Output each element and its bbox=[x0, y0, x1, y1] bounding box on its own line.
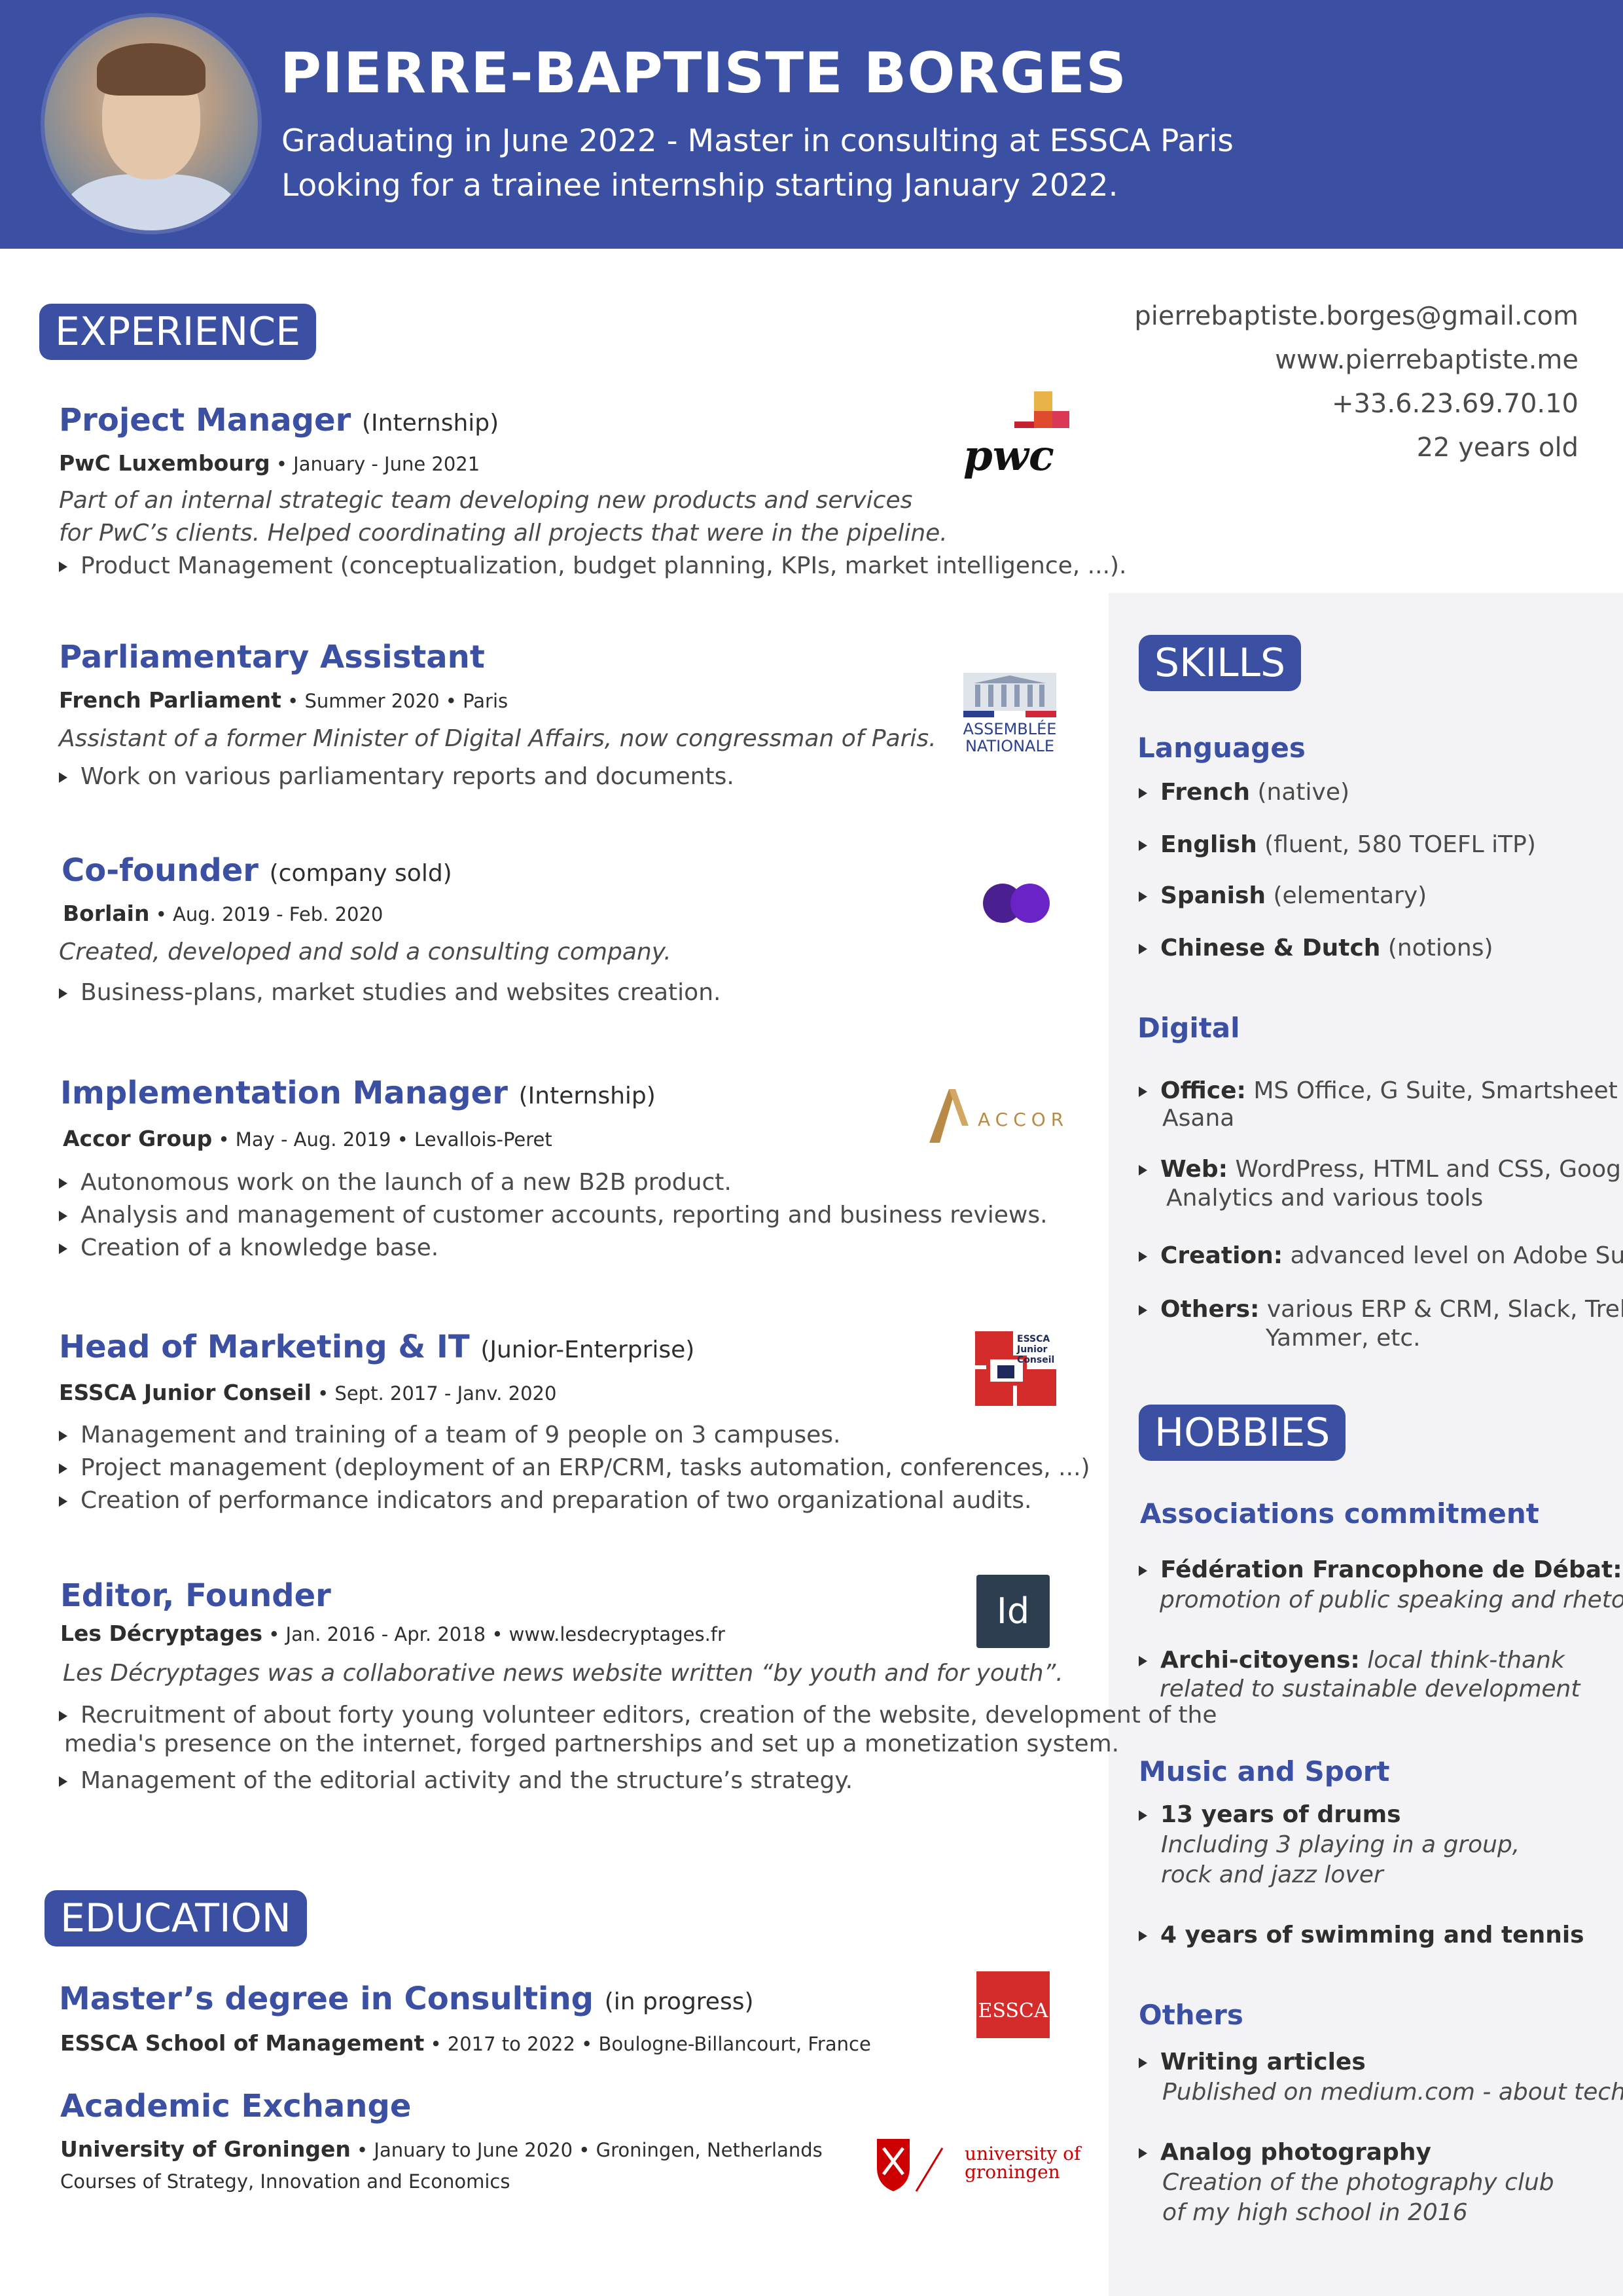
digital-item: Others: various ERP & CRM, Slack, Trello… bbox=[1139, 1296, 1623, 1323]
education-org: ESSCA School of Management • 2017 to 202… bbox=[60, 2030, 871, 2056]
job-desc: Part of an internal strategic team devel… bbox=[59, 487, 913, 514]
svg-text:pwc: pwc bbox=[963, 431, 1054, 480]
others-desc: Creation of the photography club bbox=[1162, 2169, 1554, 2196]
job-desc: Assistant of a former Minister of Digita… bbox=[59, 725, 936, 752]
indesign-logo: Id bbox=[976, 1575, 1050, 1648]
contact-age: 22 years old bbox=[1416, 433, 1578, 463]
groningen-logo: university of groningen bbox=[874, 2135, 1084, 2194]
hobbies-others-title: Others bbox=[1139, 1999, 1243, 2031]
association-desc: promotion of public speaking and rhetori… bbox=[1160, 1587, 1623, 1613]
assemblee-nationale-logo: ASSEMBLÉE NATIONALE bbox=[961, 670, 1059, 762]
svg-text:ESSCA: ESSCA bbox=[1017, 1334, 1050, 1344]
digital-item-cont: Asana bbox=[1162, 1105, 1235, 1132]
pwc-logo: pwc bbox=[962, 390, 1073, 482]
job-bullet: Project management (deployment of an ERP… bbox=[59, 1454, 1090, 1481]
job-desc: Les Décryptages was a collaborative news… bbox=[63, 1660, 1063, 1687]
job-bullet: Management and training of a team of 9 p… bbox=[59, 1422, 840, 1448]
job-org: ESSCA Junior Conseil • Sept. 2017 - Janv… bbox=[59, 1380, 557, 1405]
hobbies-associations-title: Associations commitment bbox=[1140, 1498, 1539, 1530]
borlain-logo bbox=[979, 881, 1058, 927]
svg-text:ACCOR: ACCOR bbox=[978, 1109, 1069, 1130]
section-title-experience: EXPERIENCE bbox=[39, 304, 317, 360]
music-item: 4 years of swimming and tennis bbox=[1139, 1922, 1584, 1948]
skills-languages-title: Languages bbox=[1137, 732, 1306, 764]
job-bullet: Recruitment of about forty young volunte… bbox=[59, 1702, 1217, 1729]
others-item: Writing articles bbox=[1139, 2049, 1366, 2075]
others-desc: Published on medium.com - about tech bbox=[1162, 2079, 1623, 2106]
skills-digital-title: Digital bbox=[1137, 1012, 1240, 1044]
job-bullet: Analysis and management of customer acco… bbox=[59, 1202, 1048, 1229]
job-desc: for PwC’s clients. Helped coordinating a… bbox=[59, 520, 948, 547]
job-bullet-cont: media's presence on the internet, forged… bbox=[64, 1731, 1120, 1757]
language-item: English (fluent, 580 TOEFL iTP) bbox=[1139, 831, 1536, 858]
profile-photo bbox=[45, 17, 258, 230]
digital-item: Web: WordPress, HTML and CSS, Google bbox=[1139, 1156, 1623, 1183]
digital-item: Creation: advanced level on Adobe Suite bbox=[1139, 1242, 1623, 1269]
svg-text:NATIONALE: NATIONALE bbox=[965, 737, 1054, 755]
header-line-2: Looking for a trainee internship startin… bbox=[281, 168, 1118, 204]
language-item: French (native) bbox=[1139, 779, 1349, 806]
job-title: Project Manager (Internship) bbox=[59, 402, 499, 439]
section-title-hobbies: HOBBIES bbox=[1139, 1405, 1346, 1461]
essca-logo: ESSCA bbox=[976, 1971, 1050, 2038]
section-title-skills: SKILLS bbox=[1139, 635, 1302, 691]
svg-text:university of: university of bbox=[965, 2143, 1082, 2164]
music-desc: Including 3 playing in a group, bbox=[1161, 1831, 1520, 1858]
music-item: 13 years of drums bbox=[1139, 1801, 1401, 1828]
contact-phone: +33.6.23.69.70.10 bbox=[1331, 389, 1578, 419]
svg-text:Conseil: Conseil bbox=[1017, 1355, 1054, 1365]
others-desc: of my high school in 2016 bbox=[1162, 2199, 1468, 2226]
job-bullet: Creation of performance indicators and p… bbox=[59, 1487, 1031, 1514]
job-title: Editor, Founder bbox=[60, 1577, 331, 1614]
svg-text:Junior: Junior bbox=[1016, 1344, 1048, 1355]
job-title: Parliamentary Assistant bbox=[59, 639, 485, 675]
job-bullet: Business-plans, market studies and websi… bbox=[59, 979, 721, 1006]
job-org: Les Décryptages • Jan. 2016 - Apr. 2018 … bbox=[60, 1621, 725, 1646]
education-org: University of Groningen • January to Jun… bbox=[60, 2136, 823, 2162]
job-org: French Parliament • Summer 2020 • Paris bbox=[59, 687, 508, 713]
hobbies-music-title: Music and Sport bbox=[1139, 1755, 1390, 1787]
svg-text:ESSCA: ESSCA bbox=[978, 2000, 1048, 2022]
job-desc: Created, developed and sold a consulting… bbox=[59, 939, 671, 965]
education-title: Master’s degree in Consulting (in progre… bbox=[59, 1981, 754, 2017]
association-item: Archi-citoyens: local think-thank bbox=[1139, 1647, 1565, 1674]
job-title: Head of Marketing & IT (Junior-Enterpris… bbox=[59, 1329, 695, 1365]
job-org: PwC Luxembourg • January - June 2021 bbox=[59, 450, 480, 476]
digital-item-cont: Analytics and various tools bbox=[1166, 1185, 1484, 1211]
digital-item: Office: MS Office, G Suite, Smartsheet & bbox=[1139, 1077, 1623, 1104]
job-bullet: Autonomous work on the launch of a new B… bbox=[59, 1169, 732, 1196]
others-item: Analog photography bbox=[1139, 2139, 1431, 2166]
essca-junior-conseil-logo: ESSCA Junior Conseil bbox=[975, 1331, 1058, 1407]
header-line-1: Graduating in June 2022 - Master in cons… bbox=[281, 123, 1234, 159]
job-title: Implementation Manager (Internship) bbox=[60, 1075, 656, 1111]
svg-text:Id: Id bbox=[997, 1590, 1029, 1632]
association-desc: related to sustainable development bbox=[1160, 1676, 1580, 1702]
svg-text:ASSEMBLÉE: ASSEMBLÉE bbox=[963, 719, 1057, 738]
education-courses: Courses of Strategy, Innovation and Econ… bbox=[60, 2170, 510, 2193]
svg-text:groningen: groningen bbox=[965, 2161, 1060, 2183]
job-org: Accor Group • May - Aug. 2019 • Levalloi… bbox=[63, 1126, 552, 1151]
language-item: Chinese & Dutch (notions) bbox=[1139, 935, 1493, 961]
header-banner: PIERRE-BAPTISTE BORGES Graduating in Jun… bbox=[0, 0, 1623, 249]
job-org: Borlain • Aug. 2019 - Feb. 2020 bbox=[63, 901, 383, 926]
job-bullet: Management of the editorial activity and… bbox=[59, 1767, 853, 1794]
association-item: Fédération Francophone de Débat: bbox=[1139, 1556, 1622, 1583]
contact-email[interactable]: pierrebaptiste.borges@gmail.com bbox=[1134, 301, 1578, 331]
music-desc: rock and jazz lover bbox=[1161, 1861, 1383, 1888]
education-title: Academic Exchange bbox=[60, 2088, 412, 2125]
job-bullet: Creation of a knowledge base. bbox=[59, 1234, 438, 1261]
job-bullet: Product Management (conceptualization, b… bbox=[59, 552, 1127, 579]
section-title-education: EDUCATION bbox=[45, 1890, 307, 1946]
accor-logo: ACCOR bbox=[925, 1086, 1082, 1145]
digital-item-cont: Yammer, etc. bbox=[1266, 1325, 1421, 1352]
contact-website[interactable]: www.pierrebaptiste.me bbox=[1275, 345, 1578, 375]
person-name: PIERRE-BAPTISTE BORGES bbox=[280, 41, 1127, 106]
job-bullet: Work on various parliamentary reports an… bbox=[59, 763, 734, 790]
job-title: Co-founder (company sold) bbox=[62, 852, 452, 889]
language-item: Spanish (elementary) bbox=[1139, 882, 1427, 909]
